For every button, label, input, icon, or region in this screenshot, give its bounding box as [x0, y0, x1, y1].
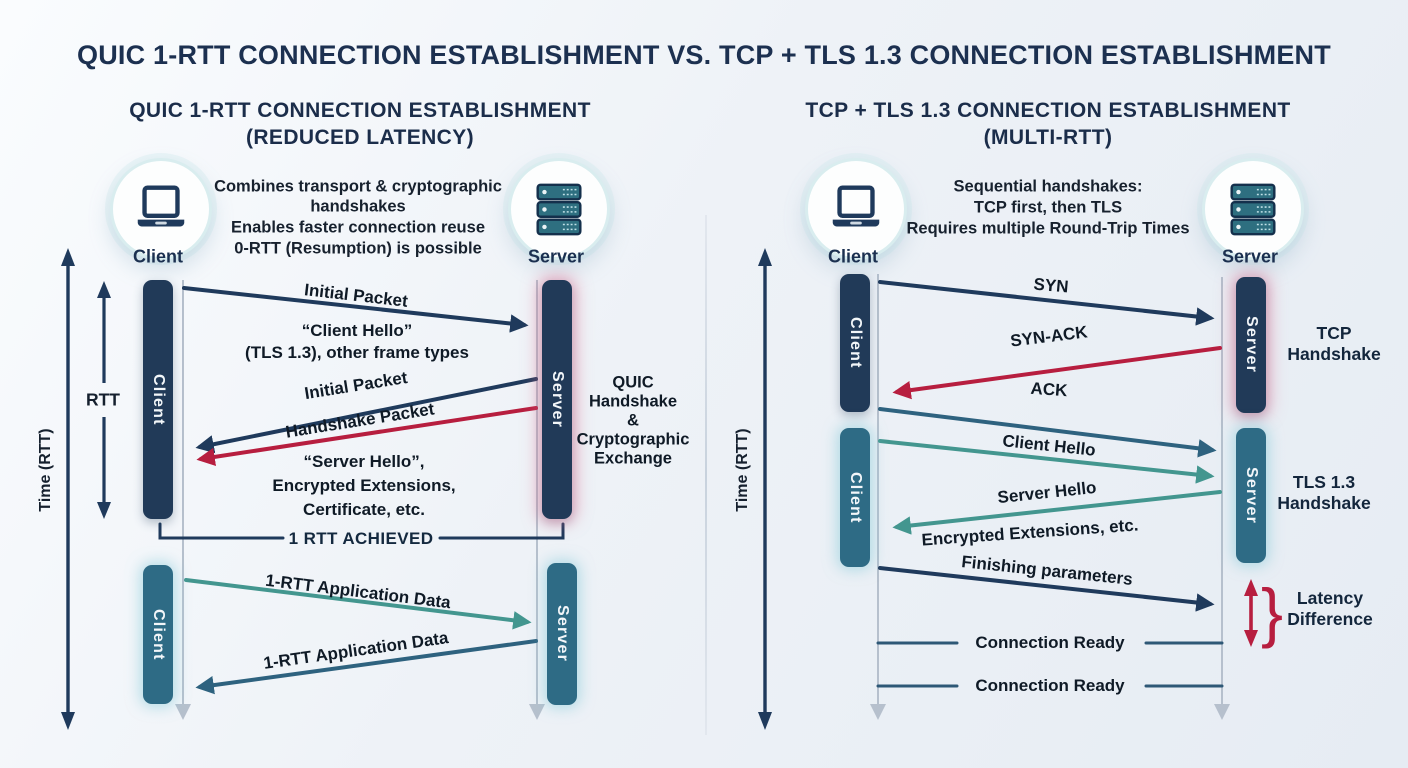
msg-app-data-2: 1-RTT Application Data: [262, 628, 450, 673]
msg-client-hello-line1: “Client Hello”: [301, 321, 413, 340]
right-time-axis-label: Time (RTT): [734, 428, 751, 512]
msg-server-hello: Server Hello: [996, 477, 1098, 508]
server-icon: [1230, 183, 1276, 236]
tcp-note-3: Requires multiple Round-Trip Times: [906, 219, 1190, 238]
one-rtt-achieved-label: 1 RTT ACHIEVED: [288, 529, 434, 548]
quic-note-1: Combines transport & cryptographic: [214, 177, 502, 196]
left-time-axis-label: Time (RTT): [37, 428, 54, 512]
quic-server-bar-2: Server: [547, 563, 577, 705]
quic-panel-title-line1: QUIC 1-RTT CONNECTION ESTABLISHMENT: [129, 99, 591, 122]
msg-connection-ready-2: Connection Ready: [975, 676, 1125, 695]
tls-handshake-label-line1: TLS 1.3: [1292, 472, 1356, 492]
msg-client-hello-line2: (TLS 1.3), other frame types: [245, 343, 469, 362]
quic-client-bar-2-label: Client: [150, 608, 167, 661]
msg-finishing-parameters: Finishing parameters: [960, 552, 1134, 589]
laptop-icon: [832, 185, 880, 227]
msg-server-hello-line2: Encrypted Extensions,: [272, 476, 456, 495]
tcp-handshake-label-line2: Handshake: [1287, 344, 1381, 364]
left-rtt-axis-label: RTT: [85, 389, 121, 410]
quic-client-avatar: [110, 158, 212, 260]
quic-client-bar-1: Client: [143, 280, 173, 519]
tcp-server-caption: Server: [1221, 246, 1279, 267]
tls-handshake-label: TLS 1.3 Handshake: [1277, 472, 1370, 514]
right-time-axis-arrow: [758, 248, 772, 730]
quic-note-3: Enables faster connection reuse: [230, 218, 486, 237]
latency-difference-arrow: [1244, 579, 1258, 647]
msg-syn-ack: SYN-ACK: [1009, 322, 1089, 351]
tcp-handshake-label: TCP Handshake: [1287, 323, 1380, 365]
tcp-panel-title-line1: TCP + TLS 1.3 CONNECTION ESTABLISHMENT: [805, 99, 1291, 122]
tcp-panel-title-line2: (MULTI-RTT): [983, 126, 1113, 149]
msg-server-hello-line3: Certificate, etc.: [303, 500, 425, 519]
tcp-note-1: Sequential handshakes:: [953, 177, 1143, 196]
tcp-handshake-label-line1: TCP: [1316, 323, 1352, 343]
msg-client-hello: Client Hello: [1001, 431, 1097, 460]
latency-difference-line2: Difference: [1287, 609, 1373, 629]
msg-initial-packet-1: Initial Packet: [303, 280, 409, 311]
quic-note-2: handshakes: [310, 197, 406, 216]
quic-side-note-line2: Handshake: [588, 392, 678, 411]
tcp-server-bar: Server: [1236, 277, 1266, 413]
msg-app-data-1: 1-RTT Application Data: [264, 570, 452, 613]
msg-connection-ready-1: Connection Ready: [975, 633, 1125, 652]
left-time-axis-arrow: [61, 248, 75, 730]
page-title: QUIC 1-RTT CONNECTION ESTABLISHMENT VS. …: [77, 40, 1331, 70]
tls-client-bar-label: Client: [847, 471, 864, 524]
tls-server-bar-label: Server: [1243, 466, 1260, 525]
quic-server-avatar: [508, 158, 610, 260]
quic-server-caption: Server: [527, 246, 585, 267]
tls-handshake-label-line2: Handshake: [1277, 493, 1371, 513]
quic-server-bar-1-label: Server: [549, 370, 566, 429]
panel-divider: [705, 215, 707, 735]
msg-encrypted-extensions: Encrypted Extensions, etc.: [920, 515, 1140, 550]
quic-side-note: QUIC Handshake & Cryptographic Exchange: [577, 374, 690, 469]
tcp-client-bar-label: Client: [847, 317, 864, 369]
quic-client-bar-2: Client: [143, 565, 173, 704]
tls-server-bar: Server: [1236, 428, 1266, 563]
quic-note-4: 0-RTT (Resumption) is possible: [234, 239, 482, 258]
quic-panel-title-line2: (REDUCED LATENCY): [245, 126, 475, 149]
laptop-icon: [137, 185, 185, 227]
msg-syn: SYN: [1032, 274, 1070, 297]
quic-client-bar-1-label: Client: [150, 373, 167, 426]
quic-server-bar-1: Server: [542, 280, 572, 519]
msg-handshake-packet: Handshake Packet: [284, 399, 436, 442]
tcp-client-bar: Client: [840, 274, 870, 412]
quic-client-caption: Client: [132, 246, 184, 267]
tcp-note-2: TCP first, then TLS: [973, 198, 1123, 217]
quic-side-note-line4: Cryptographic: [576, 430, 690, 449]
quic-side-note-line5: Exchange: [594, 449, 672, 468]
tls-client-bar: Client: [840, 428, 870, 567]
latency-difference-line1: Latency: [1296, 588, 1364, 608]
latency-brace: }: [1260, 575, 1284, 649]
tcp-server-bar-label: Server: [1243, 316, 1260, 374]
msg-ack: ACK: [1029, 378, 1069, 401]
msg-server-hello-line1: “Server Hello”,: [303, 452, 425, 471]
server-icon: [536, 183, 582, 236]
latency-difference-label: Latency Difference: [1287, 588, 1373, 630]
msg-initial-packet-2: Initial Packet: [303, 367, 409, 404]
tcp-client-avatar: [805, 158, 907, 260]
tcp-server-avatar: [1202, 158, 1304, 260]
lifeline-end-arrowheads: [175, 704, 1230, 720]
tcp-client-caption: Client: [827, 246, 879, 267]
quic-side-note-line3: &: [627, 411, 639, 430]
quic-side-note-line1: QUIC: [612, 373, 654, 392]
quic-server-bar-2-label: Server: [554, 605, 571, 663]
